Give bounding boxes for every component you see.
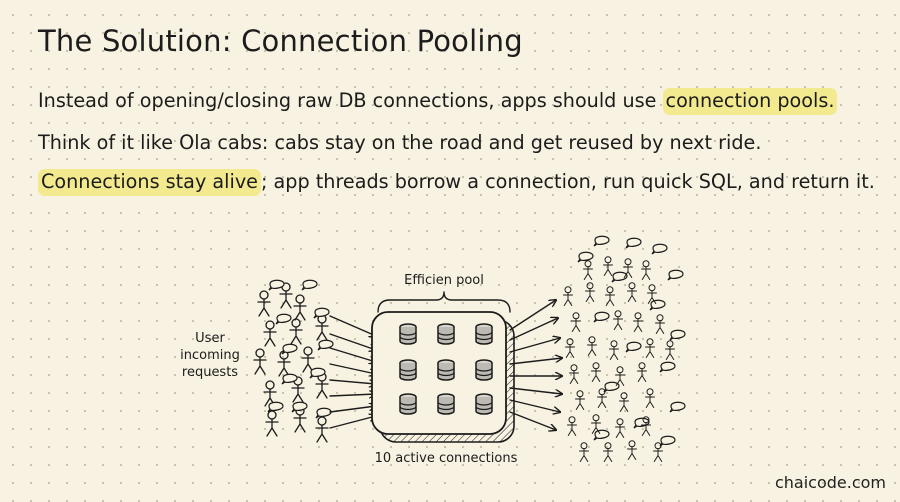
text-line-1: Instead of opening/closing raw DB connec…: [38, 88, 838, 115]
pool-label: Efficien pool: [404, 273, 484, 288]
connection-pool-diagram: User incoming requests Efficien pool 10 …: [180, 235, 686, 466]
database-connections: [399, 323, 493, 415]
pool-brace: [377, 291, 511, 313]
outgoing-arrows: [509, 300, 562, 430]
brand-watermark: chaicode.com: [774, 473, 886, 492]
active-connections-label: 10 active connections: [375, 451, 518, 466]
db-icon: [399, 393, 417, 415]
user-label-line-3: requests: [182, 365, 238, 380]
db-icon: [475, 359, 493, 381]
line-3-text: ; app threads borrow a connection, run q…: [260, 170, 875, 193]
served-users-crowd: [563, 235, 686, 462]
user-label-line-1: User: [195, 331, 225, 346]
highlight-connection-pools: connection pools.: [662, 88, 838, 115]
line-1-text: Instead of opening/closing raw DB connec…: [38, 89, 663, 112]
db-icon: [399, 323, 417, 345]
incoming-arrows: [329, 315, 376, 429]
db-icon: [437, 323, 455, 345]
highlight-connections-alive: Connections stay alive: [38, 169, 261, 196]
db-icon: [475, 393, 493, 415]
slide-title: The Solution: Connection Pooling: [38, 24, 523, 58]
db-icon: [399, 359, 417, 381]
text-line-2: Think of it like Ola cabs: cabs stay on …: [38, 131, 762, 154]
incoming-users-crowd: [253, 279, 334, 443]
user-label-line-2: incoming: [180, 348, 240, 363]
text-line-3: Connections stay alive; app threads borr…: [38, 169, 875, 196]
db-icon: [437, 393, 455, 415]
db-icon: [475, 323, 493, 345]
db-icon: [437, 359, 455, 381]
